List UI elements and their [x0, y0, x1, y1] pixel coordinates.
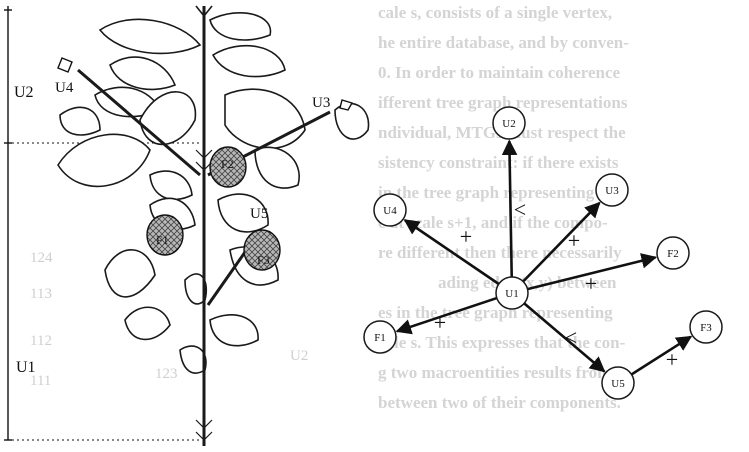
ghost-text-line: cale s, consists of a single vertex, — [378, 3, 612, 22]
leaves — [58, 13, 369, 373]
ghost-text-line: between two of their components. — [378, 393, 621, 412]
graph-node-f2: F2 — [657, 237, 689, 269]
ghost-text-line: sistency constraint: if there exists — [378, 153, 619, 172]
graph-node-f1: F1 — [364, 321, 396, 353]
node-label: U4 — [383, 205, 397, 217]
ghost-label: U2 — [290, 348, 308, 364]
edge-type-label: + — [666, 347, 678, 372]
branch-label-u4: U4 — [55, 80, 74, 96]
ghost-label: 123 — [155, 366, 178, 382]
edge-type-label: + — [568, 228, 580, 253]
graph-node-u2: U2 — [493, 107, 525, 139]
ghost-text-line: re different then there necessarily — [378, 243, 622, 262]
edge-type-label: + — [460, 224, 472, 249]
scale-label-u1: U1 — [16, 359, 36, 376]
ghost-label: 112 — [30, 333, 52, 349]
fruit-label-f3: F3 — [257, 253, 270, 267]
node-label: U1 — [505, 288, 518, 300]
graph-node-u3: U3 — [596, 174, 628, 206]
graph-node-u5: U5 — [602, 367, 634, 399]
ghost-text-line: he entire database, and by conven- — [378, 33, 629, 52]
scale-label-u2: U2 — [14, 84, 34, 101]
graph-node-u1: U1 — [496, 277, 528, 309]
edge-type-label: + — [585, 271, 597, 296]
edge-type-label: + — [434, 310, 446, 335]
ghost-text-line: 0. In order to maintain coherence — [378, 63, 621, 82]
graph-node-u4: U4 — [374, 194, 406, 226]
ghost-label: 124 — [30, 250, 53, 266]
plant-illustration: F2 F1 F3 U4 U3 U5 — [55, 6, 369, 446]
fruit-label-f2: F2 — [221, 157, 234, 171]
node-label: F3 — [700, 322, 712, 334]
edge-u5-f3 — [631, 337, 690, 375]
ghost-text-line: cale s. This expresses that the con- — [378, 333, 626, 352]
ghost-text-line: in the tree graph representing the — [378, 183, 622, 202]
branch-label-u3: U3 — [312, 95, 330, 111]
branch-label-u5: U5 — [250, 206, 268, 222]
graph-node-f3: F3 — [690, 311, 722, 343]
bleed-through-text: cale s, consists of a single vertex, he e… — [378, 3, 629, 412]
ghost-text-line: g two macroentities results from — [378, 363, 611, 382]
edge-type-label: < — [514, 197, 526, 222]
ghost-text-line: es in the tree graph representing — [378, 303, 613, 322]
node-label: U3 — [605, 185, 619, 197]
node-label: F1 — [374, 332, 386, 344]
fruit-label-f1: F1 — [156, 233, 169, 247]
node-label: U2 — [502, 118, 515, 130]
node-label: U5 — [611, 378, 625, 390]
ghost-label: 113 — [30, 286, 52, 302]
edge-type-label: < — [565, 325, 577, 350]
node-label: F2 — [667, 248, 679, 260]
